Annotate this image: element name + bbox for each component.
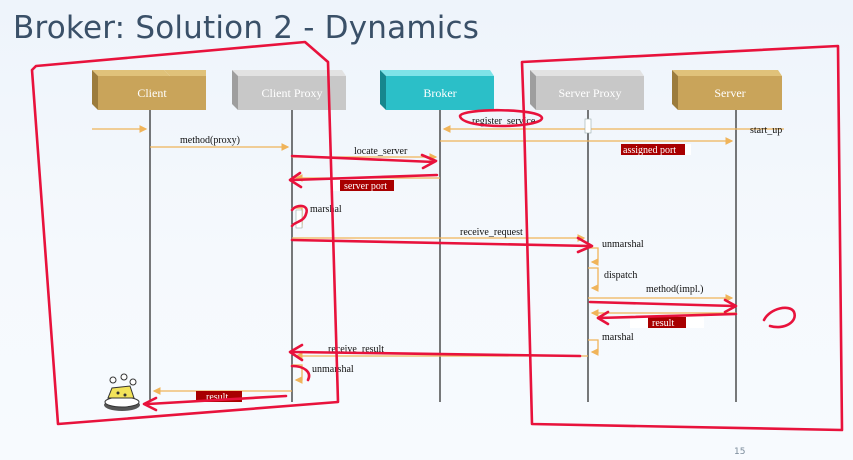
marshal-ink-loop [290, 204, 308, 228]
result-server-label: result [652, 318, 674, 329]
unmarshal-client-label: unmarshal [312, 364, 354, 375]
message-arrows [92, 125, 784, 395]
method-impl-ink-arrow [588, 300, 736, 308]
participant-client: Client [92, 70, 206, 110]
receive-request-ink-arrow [290, 238, 592, 248]
cheese-mouse-icon [104, 373, 140, 411]
unmarshal-ink-stroke [290, 364, 311, 382]
participant-server-proxy: Server Proxy [530, 70, 644, 110]
marshal-server-label: marshal [602, 332, 634, 343]
server-ink-loop [762, 306, 796, 329]
result-server-box: result [630, 317, 704, 329]
server-port-label: server port [344, 181, 387, 192]
register-service-ink-circle [458, 108, 544, 128]
assigned-port-label: assigned port [623, 145, 676, 156]
result-ink-arrow-client [146, 394, 288, 406]
broker-label: Broker [423, 86, 456, 100]
method-proxy-label: method(proxy) [180, 135, 240, 146]
client-proxy-label: Client Proxy [261, 86, 322, 100]
client-label: Client [137, 86, 167, 100]
result-ink-arrow [596, 312, 738, 320]
participant-server: Server [672, 70, 782, 110]
method-impl-label: method(impl.) [646, 284, 704, 295]
locate-server-ink-arrow [290, 154, 436, 164]
receive-request-label: receive_request [460, 227, 523, 238]
unmarshal-client-self-arrow [292, 364, 303, 384]
result-client-box: result [196, 391, 242, 403]
locate-server-label: locate_server [354, 146, 408, 157]
result-client-label: result [206, 392, 228, 403]
dispatch-self-arrow [588, 267, 599, 292]
unmarshal-self-arrow [588, 247, 599, 266]
slide-title: Broker: Solution 2 - Dynamics [13, 10, 480, 46]
assigned-port-box: assigned port [621, 144, 691, 156]
server-port-box: server port [330, 180, 394, 192]
marshal-server-self-arrow [588, 339, 599, 356]
start-up-label: start_up [750, 125, 782, 136]
dispatch-label: dispatch [604, 270, 637, 281]
receive-result-label: receive_result [328, 344, 384, 355]
server-side-ink-box [520, 44, 844, 432]
unmarshal-server-label: unmarshal [602, 239, 644, 250]
page-number: 15 [734, 447, 746, 457]
client-side-ink-box [30, 40, 340, 426]
participant-broker: Broker [380, 70, 494, 110]
server-proxy-label: Server Proxy [559, 86, 622, 100]
receive-result-ink-arrow [290, 350, 582, 358]
server-port-ink-arrow [290, 173, 439, 182]
server-label: Server [714, 86, 745, 100]
server-proxy-activation-top [584, 118, 592, 134]
marshal-client-label: marshal [310, 204, 342, 215]
ink-annotations [30, 40, 844, 432]
register-service-label: register_service [472, 116, 536, 127]
